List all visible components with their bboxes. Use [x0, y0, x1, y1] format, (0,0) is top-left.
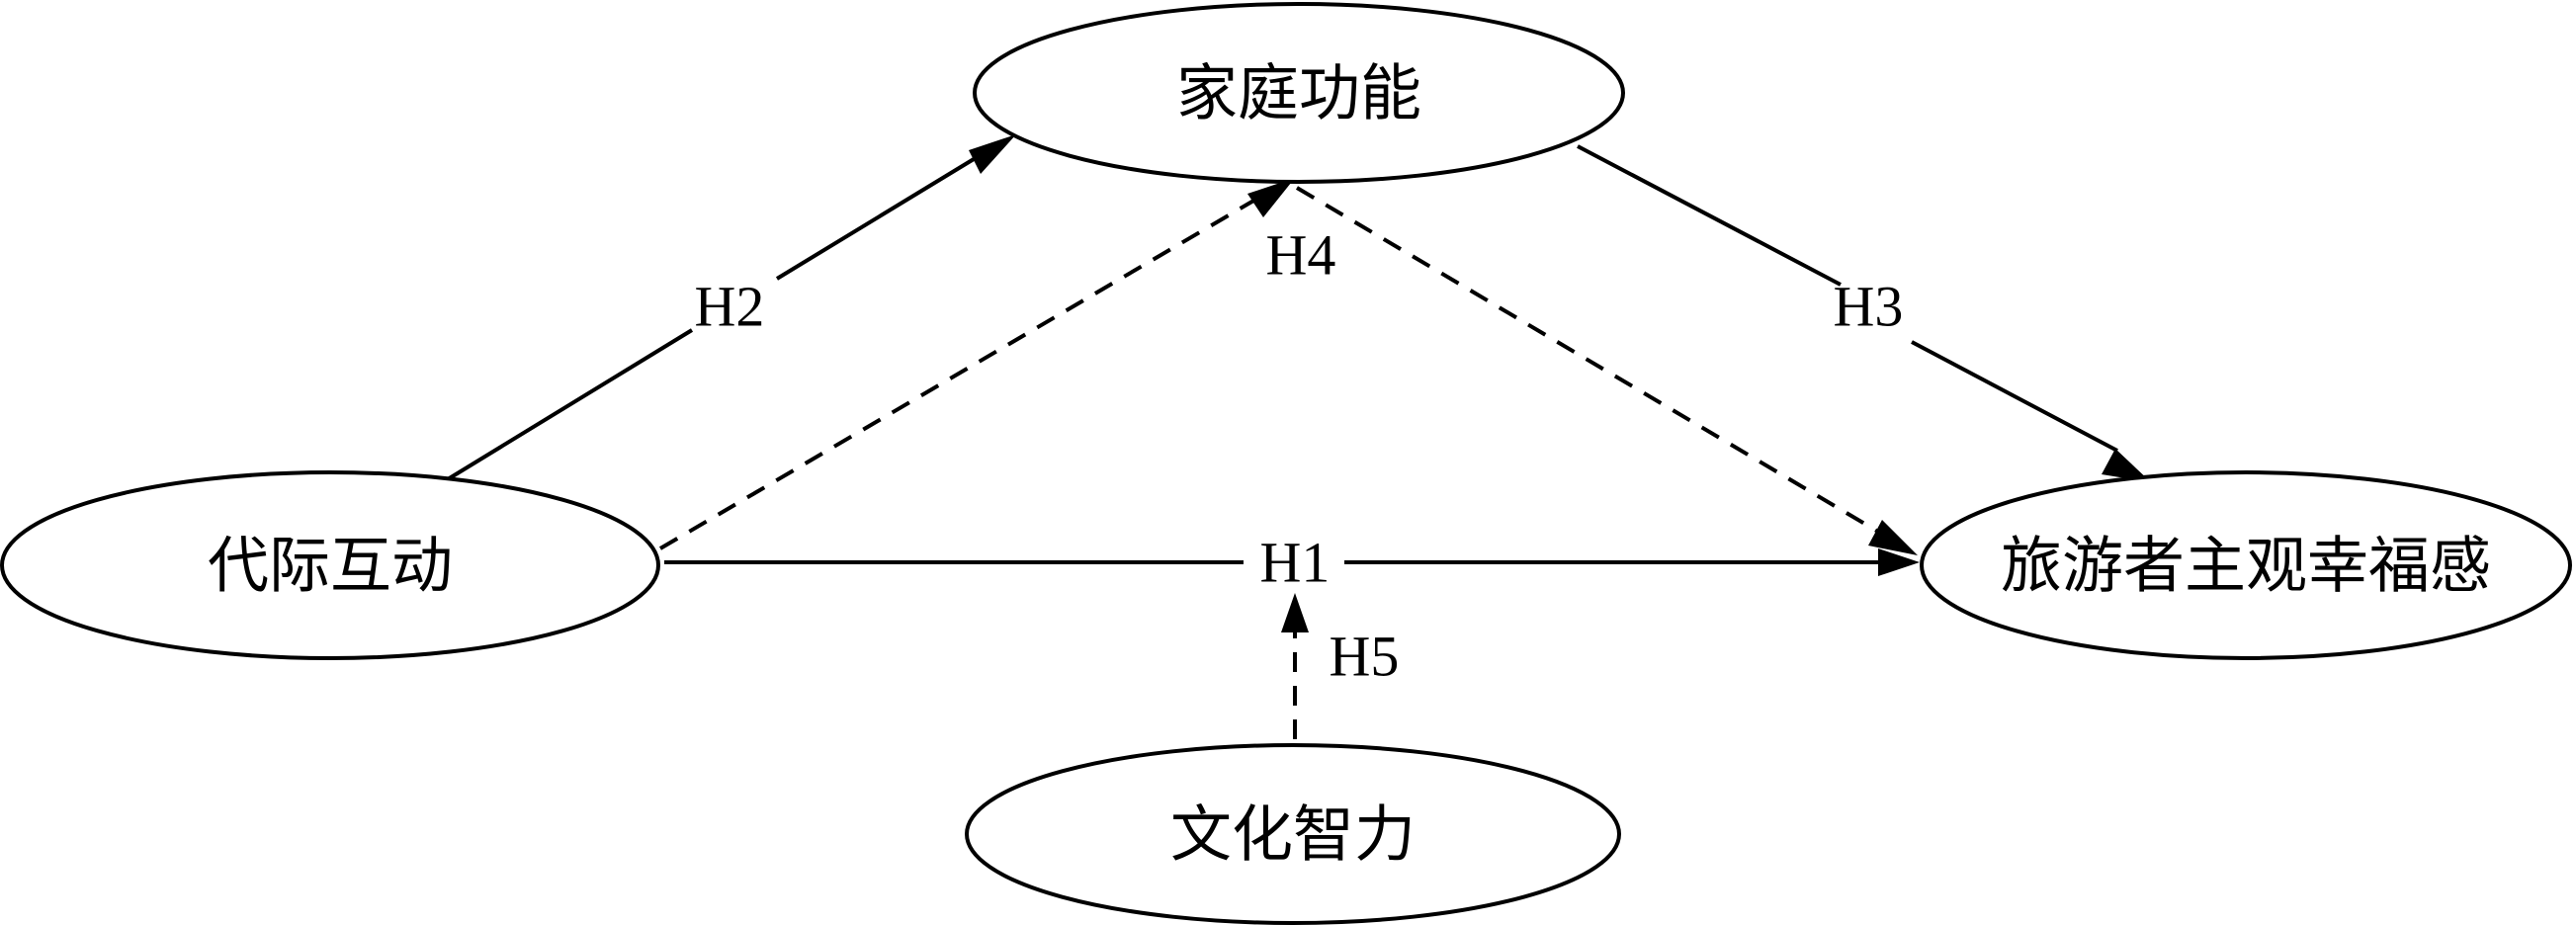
node-intergenerational-interaction-ellipse: [0, 470, 660, 660]
node-tourist-wellbeing-label: 旅游者主观幸福感: [2001, 530, 2491, 602]
node-cultural-intelligence-ellipse: [965, 743, 1621, 925]
node-family-function: 家庭功能: [973, 2, 1625, 184]
edge-h4-to-outcome: [1295, 186, 1918, 555]
edge-h3-arrowhead: [2102, 449, 2151, 482]
edge-h4-arrowhead-down: [1868, 520, 1918, 555]
node-family-function-label: 家庭功能: [1176, 57, 1421, 129]
edge-h5-label: H5: [1330, 625, 1400, 689]
edge-h4-to-mediator: [658, 178, 1295, 550]
edge-h3-line-lower: [1911, 340, 2118, 453]
edge-h3-label: H3: [1834, 275, 1904, 339]
edge-h2-label: H2: [695, 275, 765, 339]
edge-h2: [441, 134, 1016, 484]
node-intergenerational-interaction-label: 代际互动: [208, 530, 453, 602]
edge-h4-arrowhead-up: [1247, 178, 1295, 217]
node-family-function-ellipse: [973, 2, 1625, 184]
edge-h3: [1577, 144, 2151, 482]
edge-h1-arrowhead: [1878, 548, 1920, 576]
node-cultural-intelligence: 文化智力: [965, 743, 1621, 925]
node-tourist-wellbeing-ellipse: [1920, 470, 2572, 660]
edge-h2-arrowhead: [969, 134, 1016, 174]
edge-h5: [1281, 593, 1309, 739]
edge-h3-line-upper: [1577, 144, 1842, 287]
node-tourist-wellbeing: 旅游者主观幸福感: [1920, 470, 2572, 660]
node-cultural-intelligence-label: 文化智力: [1170, 799, 1416, 871]
edge-h2-line-upper: [775, 154, 981, 281]
edge-h4-label: H4: [1266, 223, 1336, 288]
edge-h2-line-lower: [441, 328, 694, 484]
edge-h1-label: H1: [1260, 531, 1331, 595]
edge-h5-arrowhead: [1281, 593, 1309, 632]
node-intergenerational-interaction: 代际互动: [0, 470, 660, 660]
edge-h4-line-down: [1295, 186, 1880, 534]
edge-h1: [664, 548, 1920, 576]
edge-h4-line-up: [658, 198, 1257, 550]
